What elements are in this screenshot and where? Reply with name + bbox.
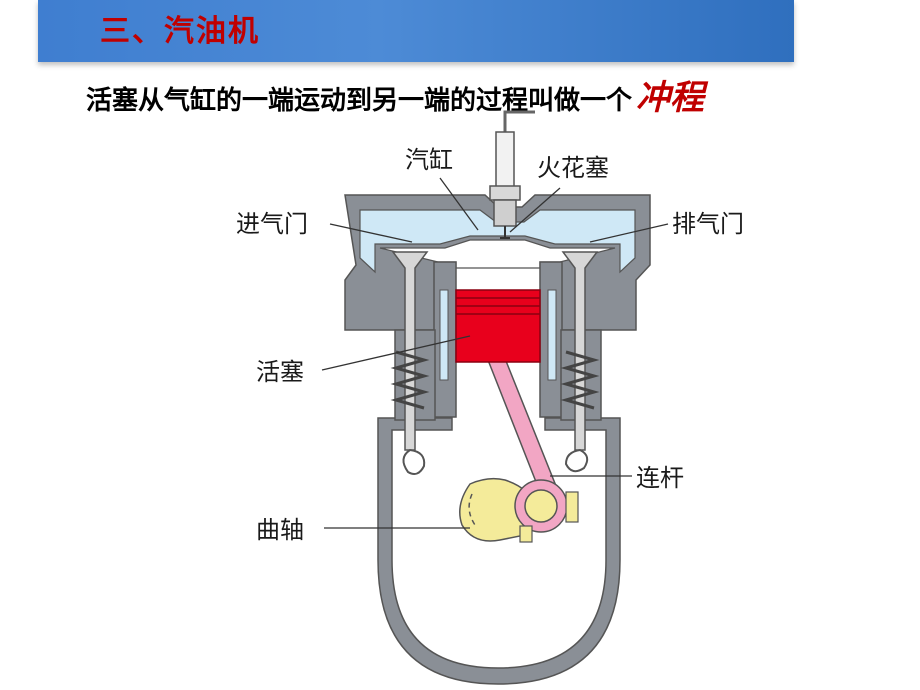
title-bar: 三、汽油机 <box>38 0 794 62</box>
leader-piston <box>321 335 471 371</box>
label-connecting-rod: 连杆 <box>636 464 684 492</box>
piston-drawing <box>455 289 541 363</box>
cylinder-liner-right <box>547 289 557 381</box>
leader-spark-plug <box>509 187 561 233</box>
leader-intake-valve <box>329 223 413 243</box>
cylinder-liner-left <box>439 289 449 381</box>
label-exhaust-valve: 排气门 <box>672 210 744 238</box>
intake-valve-drawing <box>390 251 430 475</box>
label-intake-valve: 进气门 <box>236 210 308 238</box>
label-crankshaft: 曲轴 <box>256 516 304 544</box>
stroke-term: 冲程 <box>636 78 705 118</box>
label-cylinder: 汽缸 <box>405 146 453 174</box>
label-piston: 活塞 <box>256 358 304 386</box>
slide-title: 三、汽油机 <box>100 14 260 49</box>
spark-plug-drawing <box>489 110 535 239</box>
label-spark-plug: 火花塞 <box>537 154 609 182</box>
definition-text: 活塞从气缸的一端运动到另一端的过程叫做一个 <box>86 86 633 116</box>
leader-exhaust-valve <box>589 223 669 243</box>
exhaust-valve-drawing <box>560 251 600 473</box>
crankcase <box>377 417 621 685</box>
leader-cylinder <box>439 177 479 231</box>
definition-sentence: 活塞从气缸的一端运动到另一端的过程叫做一个 冲程 <box>86 70 704 118</box>
